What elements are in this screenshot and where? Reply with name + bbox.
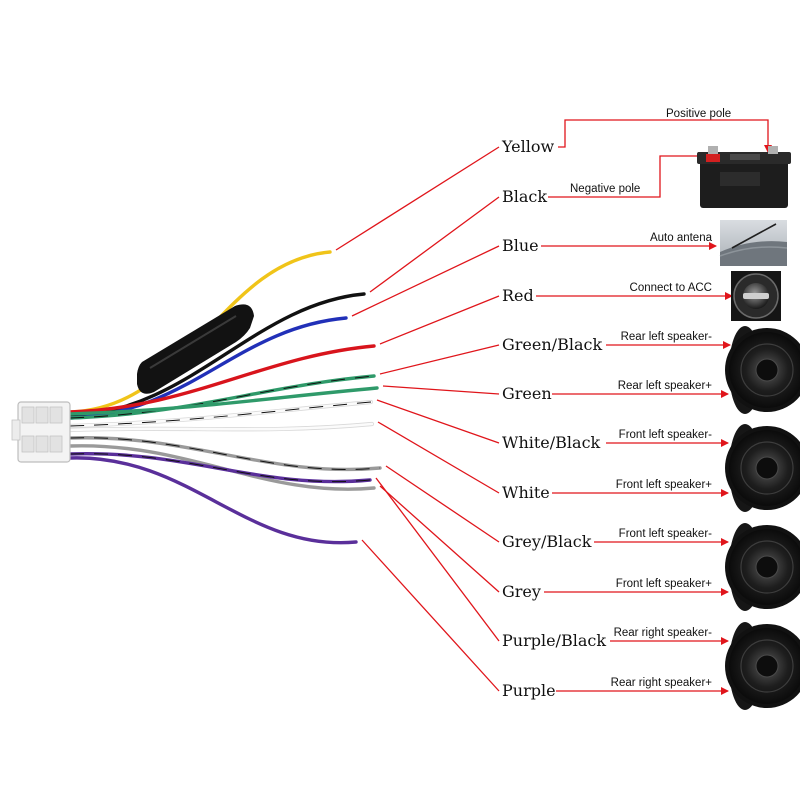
connection-label: Rear right speaker+ [611, 677, 713, 689]
harness-wire [68, 456, 358, 545]
leader-diagonal [385, 465, 500, 543]
leader-diagonal [377, 421, 500, 494]
harness-wire [68, 386, 379, 416]
speaker-icon [725, 523, 800, 611]
leader-diagonal [382, 385, 500, 395]
wire-label: White [502, 483, 550, 502]
harness-connector [11, 401, 71, 463]
wire-label: Grey [502, 582, 541, 601]
harness-wire [68, 344, 376, 414]
connection-label: Negative pole [570, 183, 640, 195]
leader-diagonal [361, 539, 500, 692]
harness-wire-core [68, 422, 374, 432]
ignition-switch-icon [731, 271, 781, 321]
connection-label: Positive pole [666, 108, 731, 120]
leader-diagonal [379, 485, 500, 593]
leader-diagonal [335, 146, 500, 251]
connection-label: Front left speaker- [619, 528, 712, 540]
battery-icon [697, 146, 791, 208]
wire-label: Purple/Black [502, 631, 606, 650]
connection-label: Rear right speaker- [614, 627, 713, 639]
connection-label: Front left speaker+ [616, 479, 712, 491]
leader-positive-pole [558, 119, 772, 153]
leader-diagonal [369, 196, 500, 293]
wire-harness [11, 250, 382, 545]
connection-label: Connect to ACC [630, 282, 712, 294]
car-antenna-icon [719, 220, 788, 266]
wire-label: Black [502, 187, 547, 206]
wire-label: Red [502, 286, 534, 305]
leader-diagonal [351, 245, 500, 317]
speakers [725, 326, 800, 710]
wire-label: Purple [502, 681, 556, 700]
harness-wires [67, 250, 382, 545]
leader-diagonal [379, 344, 500, 375]
harness-wire-stripe [69, 401, 372, 427]
wire-label: White/Black [502, 433, 601, 452]
connection-label: Auto antena [650, 232, 713, 244]
harness-wire-stripe [69, 375, 375, 419]
leader-diagonal [375, 477, 500, 642]
leader-negative-pole [548, 152, 706, 198]
connection-label: Front left speaker+ [616, 578, 712, 590]
leader-diagonal [376, 399, 500, 444]
wire-label: Grey/Black [502, 532, 592, 551]
connection-label: Rear left speaker+ [618, 380, 713, 392]
harness-wire-stripe [69, 453, 371, 483]
fuse-holder [137, 304, 254, 394]
leader-diagonal [379, 295, 500, 345]
connection-label: Rear left speaker- [621, 331, 713, 343]
speaker-icon [725, 424, 800, 512]
harness-wire-stripe [69, 437, 381, 470]
wire-label: Blue [502, 236, 539, 255]
connection-label: Front left speaker- [619, 429, 712, 441]
wire-label: Yellow [501, 137, 555, 156]
wire-label: Green/Black [502, 335, 602, 354]
wire-label: Green [502, 384, 552, 403]
speaker-icon [725, 622, 800, 710]
speaker-icon [725, 326, 800, 414]
